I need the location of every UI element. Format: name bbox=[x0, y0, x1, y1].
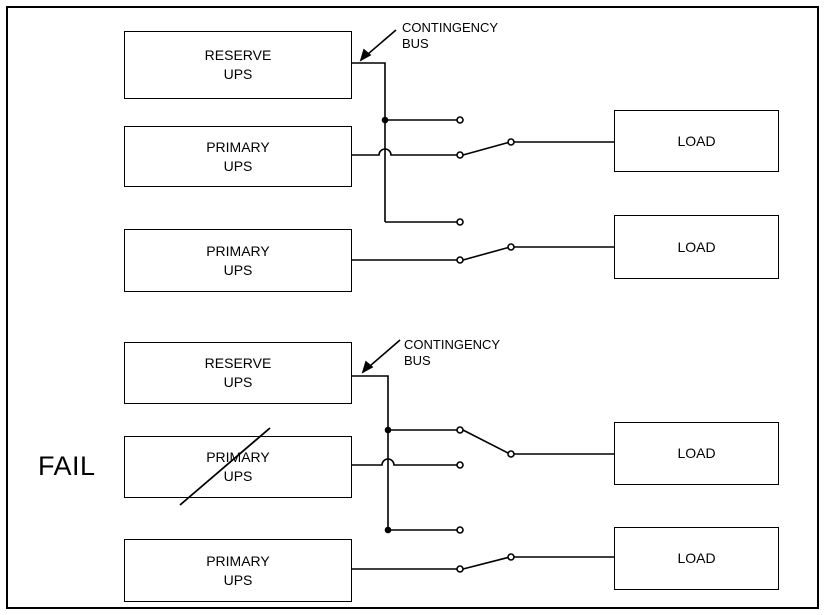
top-wiring bbox=[352, 29, 614, 264]
switch-blade-1-transferred bbox=[462, 429, 511, 455]
failure-slash bbox=[179, 427, 271, 506]
load-label: LOAD bbox=[677, 445, 716, 461]
load-box: LOAD bbox=[614, 422, 779, 485]
terminal bbox=[456, 256, 464, 264]
reserve-output-line bbox=[352, 375, 389, 530]
primary-ups-label: PRIMARY UPS bbox=[206, 138, 270, 174]
terminal bbox=[456, 526, 464, 534]
terminal bbox=[456, 426, 464, 434]
switch-blade-2 bbox=[462, 556, 511, 570]
reserve-output-line bbox=[352, 62, 386, 222]
bus-junction-dot bbox=[384, 526, 392, 534]
reserve-ups-box: RESERVE UPS bbox=[124, 342, 352, 404]
contingency-bus-label: CONTINGENCY BUS bbox=[404, 337, 501, 368]
terminal bbox=[456, 461, 464, 469]
primary-ups-box: PRIMARY UPS bbox=[124, 539, 352, 602]
terminal bbox=[456, 565, 464, 573]
primary-ups-label: PRIMARY UPS bbox=[206, 552, 270, 588]
terminal bbox=[456, 218, 464, 226]
terminal bbox=[456, 116, 464, 124]
load-box: LOAD bbox=[614, 527, 779, 590]
terminal bbox=[507, 243, 515, 251]
primary-1-feed bbox=[352, 458, 457, 466]
primary-ups-label: PRIMARY UPS bbox=[206, 242, 270, 278]
terminal bbox=[507, 450, 515, 458]
load-box: LOAD bbox=[614, 215, 779, 279]
fail-label: FAIL bbox=[38, 451, 96, 481]
bottom-wiring bbox=[179, 339, 614, 573]
terminal bbox=[456, 151, 464, 159]
bus-junction-dot bbox=[384, 426, 392, 434]
load-box: LOAD bbox=[614, 110, 779, 172]
primary-ups-box: PRIMARY UPS bbox=[124, 126, 352, 187]
terminal bbox=[507, 553, 515, 561]
switch-blade-2 bbox=[462, 246, 511, 261]
primary-1-feed bbox=[352, 148, 457, 156]
reserve-ups-label: RESERVE UPS bbox=[204, 355, 272, 390]
bus-arrow-head bbox=[361, 360, 374, 374]
bus-arrow-head bbox=[359, 48, 372, 62]
terminal bbox=[507, 138, 515, 146]
primary-ups-box: PRIMARY UPS bbox=[124, 229, 352, 292]
diagram-frame bbox=[6, 6, 819, 609]
reserve-ups-box: RESERVE UPS bbox=[124, 31, 352, 99]
load-label: LOAD bbox=[677, 132, 716, 149]
failed-primary-ups-box: PRIMARY UPS bbox=[124, 436, 352, 498]
contingency-bus-label: CONTINGENCY BUS bbox=[402, 20, 499, 51]
reserve-ups-label: RESERVE UPS bbox=[204, 47, 272, 82]
load-label: LOAD bbox=[677, 238, 716, 255]
load-label: LOAD bbox=[677, 550, 716, 566]
switch-blade-1 bbox=[462, 141, 511, 156]
primary-ups-label: PRIMARY UPS bbox=[206, 449, 270, 484]
bus-junction-dot bbox=[381, 116, 389, 124]
